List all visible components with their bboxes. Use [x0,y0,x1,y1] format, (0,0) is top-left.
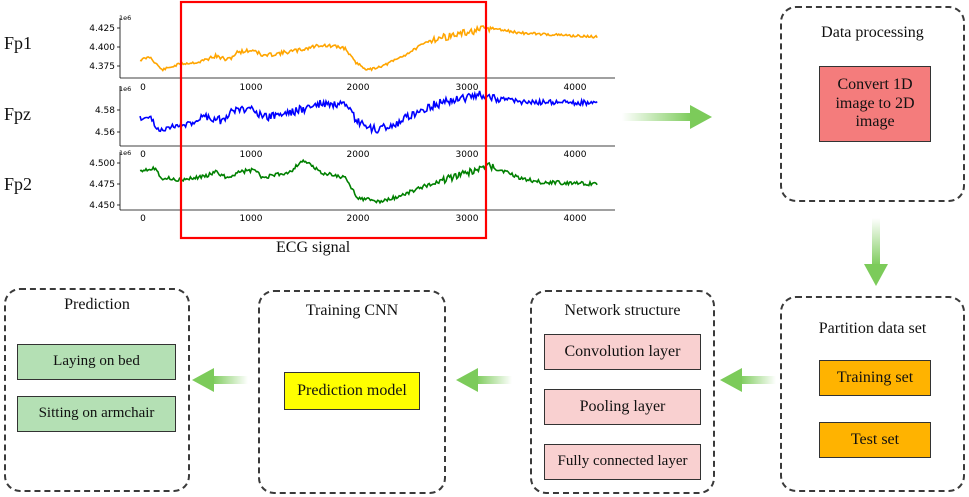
arrow-left-3 [192,368,248,392]
training-cnn-panel: Training CNN Prediction model [258,290,446,494]
highlight-box [179,0,488,240]
ytick-fpz-0: 4.58 [95,106,115,116]
signal-caption: ECG signal [276,239,351,256]
prediction-model-box: Prediction model [284,372,420,410]
xtick-fpz-3: 3000 [456,150,479,160]
ytick-fp2-2: 4.450 [89,201,115,211]
xtick-fp1-1: 1000 [240,83,263,93]
plot-fp1: 1e6 4.425 4.400 4.375 0 1000 2000 3000 4… [89,14,615,93]
convolution-layer-box: Convolution layer [544,334,701,370]
training-set-box: Training set [819,360,931,396]
pooling-layer-box: Pooling layer [544,389,701,425]
xtick-fp2-4: 4000 [564,214,587,224]
network-structure-title: Network structure [564,302,681,319]
xtick-fpz-4: 4000 [564,150,587,160]
xtick-fp2-3: 3000 [456,214,479,224]
xtick-fp1-2: 2000 [347,83,370,93]
arrow-left-1 [720,368,776,392]
signal-trace-fp1 [139,24,598,72]
xtick-fp2-1: 1000 [240,214,263,224]
signal-plots: 1e6 4.425 4.400 4.375 0 1000 2000 3000 4… [89,0,615,240]
exponent-fp2: 1e6 [119,149,131,157]
xtick-fp1-0: 0 [140,83,146,93]
signal-trace-fp2 [139,158,598,205]
xtick-fpz-0: 0 [140,150,146,160]
sitting-on-armchair-box: Sitting on armchair [17,396,176,432]
exponent-fp1: 1e6 [119,14,131,22]
xtick-fp2-2: 2000 [347,214,370,224]
ytick-fpz-1: 4.56 [95,128,115,138]
arrow-down-1 [864,218,888,286]
prediction-title: Prediction [64,296,130,313]
xtick-fpz-1: 1000 [240,150,263,160]
xtick-fpz-2: 2000 [347,150,370,160]
data-processing-panel: Data processing Convert 1D image to 2D i… [780,6,965,202]
plot-fp2: 1e6 4.500 4.475 4.450 0 1000 2000 3000 4… [89,149,615,224]
prediction-panel: Prediction Laying on bed Sitting on armc… [4,288,190,492]
ytick-fp2-0: 4.500 [89,159,115,169]
partition-title: Partition data set [818,320,927,337]
convert-box: Convert 1D image to 2D image [819,66,931,142]
ytick-fp1-0: 4.425 [89,24,115,34]
ytick-fp1-1: 4.400 [89,43,115,53]
arrow-left-2 [456,368,512,392]
data-processing-title: Data processing [821,24,924,41]
channel-label-fp2: Fp2 [4,174,33,194]
test-set-box: Test set [819,422,931,458]
arrow-right-1 [622,105,712,129]
training-cnn-title: Training CNN [305,302,399,319]
partition-panel: Partition data set Training set Test set [780,296,965,492]
exponent-fpz: 1e6 [119,85,131,93]
plot-fpz: 1e6 4.58 4.56 0 1000 2000 3000 4000 [95,85,615,160]
signal-trace-fpz [139,90,598,135]
xtick-fp1-3: 3000 [456,83,479,93]
laying-on-bed-box: Laying on bed [17,344,176,380]
xtick-fp1-4: 4000 [564,83,587,93]
xtick-fp2-0: 0 [140,214,146,224]
channel-label-fp1: Fp1 [4,33,33,53]
ytick-fp2-1: 4.475 [89,180,115,190]
channel-label-fpz: Fpz [4,104,31,124]
fully-connected-layer-box: Fully connected layer [544,444,701,480]
network-structure-panel: Network structure Convolution layer Pool… [530,290,715,494]
ytick-fp1-2: 4.375 [89,62,115,72]
